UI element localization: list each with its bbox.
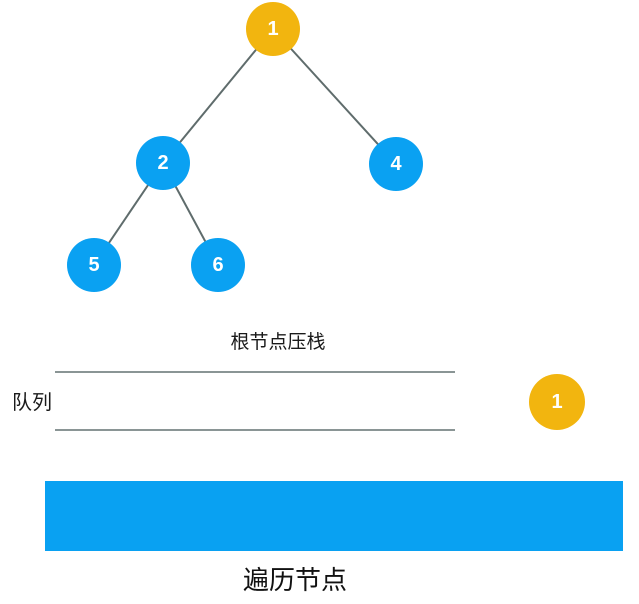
queue-label: 队列 xyxy=(12,392,52,414)
tree-node-4: 4 xyxy=(369,137,423,191)
tree-node-2: 2 xyxy=(136,136,190,190)
tree-node-4-label: 4 xyxy=(390,152,402,175)
traversal-caption: 遍历节点 xyxy=(242,565,348,595)
edge-1-4 xyxy=(272,28,397,165)
traversal-result-bar xyxy=(45,481,623,551)
tree-node-1-label: 1 xyxy=(267,17,279,40)
step-annotation: 根节点压栈 xyxy=(230,332,326,353)
tree-node-5: 5 xyxy=(67,238,121,292)
pending-node-1: 1 xyxy=(529,374,585,430)
tree-node-2-label: 2 xyxy=(157,151,169,174)
tree-node-1: 1 xyxy=(246,2,300,56)
tree-node-6-label: 6 xyxy=(212,253,224,276)
tree-node-6: 6 xyxy=(191,238,245,292)
pending-node-1-label: 1 xyxy=(551,390,563,413)
edge-1-2 xyxy=(162,28,274,164)
tree-node-5-label: 5 xyxy=(88,253,100,276)
